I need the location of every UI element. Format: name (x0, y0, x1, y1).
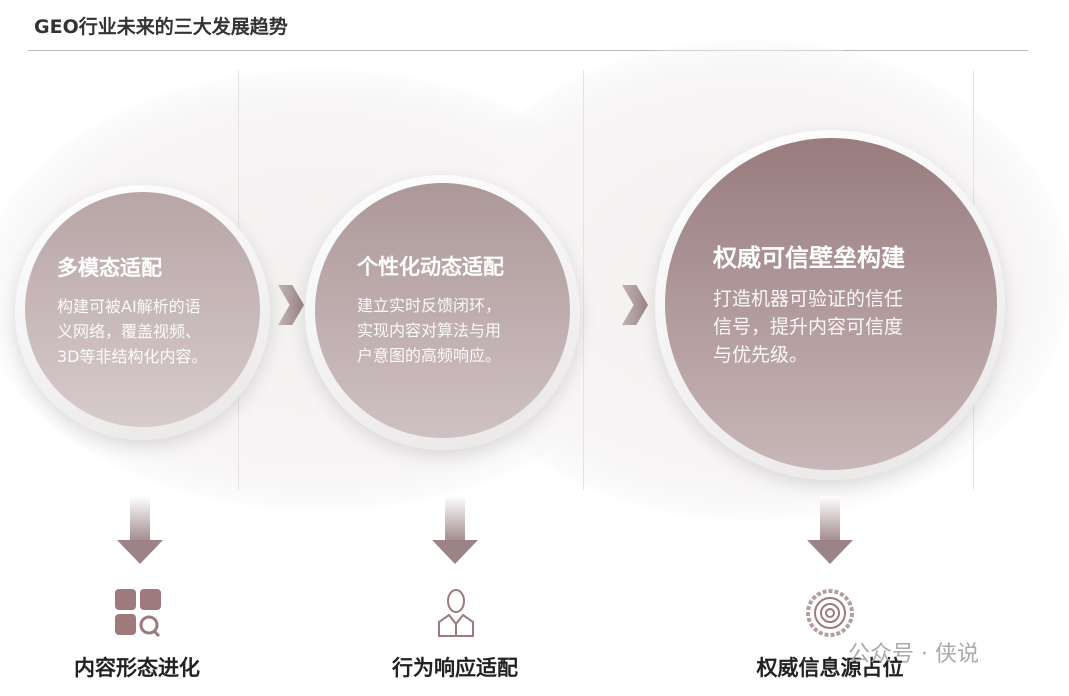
grid-search-icon (115, 589, 161, 638)
divider (583, 70, 584, 490)
trend-body: 建立实时反馈闭环，实现内容对算法与用户意图的高频响应。 (357, 296, 502, 365)
arrow-down-icon (432, 496, 478, 566)
trend-circle-2: 个性化动态适配 建立实时反馈闭环，实现内容对算法与用户意图的高频响应。 (315, 183, 570, 438)
arrow-down-icon (807, 496, 853, 566)
trend-heading: 权威可信壁垒构建 (713, 244, 905, 272)
trend-heading: 多模态适配 (57, 256, 162, 280)
page-title: GEO行业未来的三大发展趋势 (34, 16, 288, 38)
trend-body: 打造机器可验证的信任信号，提升内容可信度与优先级。 (713, 288, 904, 366)
trend-heading: 个性化动态适配 (357, 255, 504, 279)
user-headset-icon (438, 589, 474, 637)
trend-circle-1: 多模态适配 构建可被AI解析的语义网络，覆盖视频、3D等非结构化内容。 (25, 192, 260, 427)
arrow-down-icon (117, 496, 163, 566)
watermark: 公众号 · 侠说 (848, 642, 979, 667)
seal-target-icon (806, 589, 854, 637)
outcome-label: 权威信息源占位 (756, 656, 904, 680)
trend-circle-3: 权威可信壁垒构建 打造机器可验证的信任信号，提升内容可信度与优先级。 (665, 138, 997, 470)
outcome-label: 行为响应适配 (392, 656, 518, 680)
title-divider (28, 50, 1028, 51)
trend-body: 构建可被AI解析的语义网络，覆盖视频、3D等非结构化内容。 (57, 297, 208, 366)
outcome-label: 内容形态进化 (74, 656, 200, 680)
